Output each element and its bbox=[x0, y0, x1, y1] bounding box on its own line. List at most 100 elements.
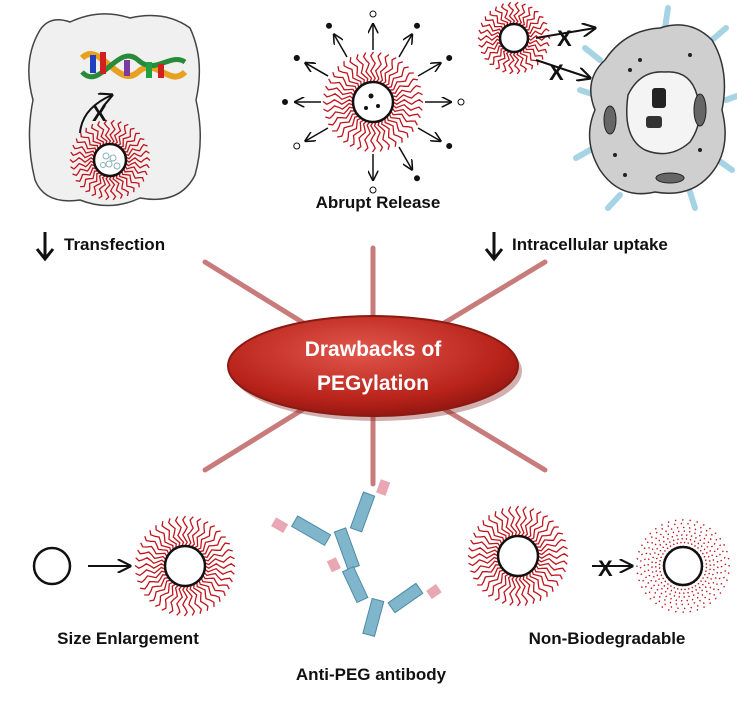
peg-chain bbox=[468, 556, 499, 567]
peg-chain bbox=[325, 85, 355, 97]
peg-chain bbox=[72, 164, 96, 177]
peg-chain bbox=[516, 51, 528, 73]
non-biodegradable-label: Non-Biodegradable bbox=[529, 629, 686, 648]
peg-chain bbox=[467, 553, 499, 559]
peg-chain bbox=[690, 582, 706, 609]
nanoparticle-core bbox=[163, 544, 207, 588]
peg-chain bbox=[636, 566, 665, 576]
peg-chain bbox=[373, 121, 384, 152]
peg-chain bbox=[176, 585, 184, 616]
peg-chain bbox=[116, 123, 129, 147]
peg-chain bbox=[80, 170, 99, 188]
peg-chain bbox=[97, 121, 108, 145]
peg-chain bbox=[161, 521, 177, 549]
peg-chain bbox=[185, 585, 196, 616]
peg-chain bbox=[523, 10, 539, 29]
peg-chain bbox=[508, 51, 515, 75]
peg-chain bbox=[701, 556, 730, 566]
peg-chain bbox=[125, 150, 150, 160]
peg-chain bbox=[103, 119, 112, 145]
peg-chain bbox=[390, 110, 418, 126]
peg-chain bbox=[518, 575, 529, 606]
peg-chain bbox=[121, 170, 140, 188]
peg-chain bbox=[161, 583, 177, 611]
peg-chain bbox=[526, 21, 548, 34]
peg-chain bbox=[137, 549, 167, 561]
peg-chain bbox=[644, 576, 668, 594]
peg-chain bbox=[478, 38, 501, 48]
peg-chain bbox=[525, 15, 544, 31]
peg-chain bbox=[182, 585, 188, 617]
released-drug-dot bbox=[446, 143, 453, 149]
peg-chain bbox=[526, 511, 542, 539]
peg-chain bbox=[660, 523, 676, 550]
release-arrow bbox=[398, 34, 412, 58]
peg-chain bbox=[697, 576, 722, 595]
intracellular-uptake-panel: X X Intracellular uptake bbox=[477, 1, 737, 262]
peg-chain bbox=[519, 506, 527, 537]
blocked-x-icon: X bbox=[549, 60, 564, 85]
peg-chain bbox=[202, 542, 230, 558]
peg-chain bbox=[391, 84, 421, 98]
anti-peg-antibody-panel: Anti-PEG antibody bbox=[271, 479, 447, 684]
peg-chain bbox=[189, 584, 203, 614]
peg-chain bbox=[364, 121, 372, 152]
peg-chain bbox=[154, 581, 174, 607]
release-arrow bbox=[334, 34, 348, 58]
peg-chain bbox=[470, 560, 500, 574]
peg-chain bbox=[517, 3, 526, 26]
peg-chain bbox=[69, 156, 95, 164]
nanoparticle-core bbox=[92, 142, 128, 178]
peg-chain bbox=[509, 575, 517, 606]
peg-chain bbox=[515, 505, 521, 537]
peg-chain bbox=[167, 518, 181, 548]
size-enlargement-label: Size Enlargement bbox=[57, 629, 199, 648]
peg-chain bbox=[204, 555, 235, 566]
peg-chain bbox=[477, 525, 503, 545]
peg-chain bbox=[386, 66, 409, 89]
peg-chain bbox=[635, 563, 665, 569]
cell-spike bbox=[605, 192, 623, 211]
peg-chain bbox=[155, 525, 174, 550]
peg-chain bbox=[507, 1, 516, 25]
peg-chain bbox=[482, 569, 505, 592]
release-arrow bbox=[417, 63, 441, 77]
peg-chain bbox=[98, 174, 107, 199]
peg-chain bbox=[70, 151, 95, 159]
peg-chain bbox=[140, 542, 168, 558]
peg-nanoparticle-icon bbox=[322, 51, 424, 153]
peg-chain bbox=[168, 584, 180, 614]
released-drug-dot bbox=[446, 55, 453, 61]
peg-chain bbox=[494, 511, 510, 539]
peg-chain bbox=[700, 571, 729, 582]
peg-chain bbox=[392, 103, 423, 111]
nanoparticle-core bbox=[351, 80, 395, 124]
peg-chain bbox=[488, 515, 507, 540]
released-drug-dot bbox=[369, 186, 377, 194]
peg-chain bbox=[70, 160, 95, 170]
peg-chain bbox=[381, 119, 397, 147]
peg-chain bbox=[85, 172, 101, 193]
peg-chain bbox=[149, 579, 172, 602]
peg-chain bbox=[174, 516, 185, 547]
peg-chain bbox=[362, 52, 373, 83]
peg-chain bbox=[513, 1, 520, 25]
payload-dots bbox=[100, 152, 121, 170]
peg-chain bbox=[655, 527, 673, 551]
cell-spike bbox=[723, 93, 737, 103]
blocked-arrow bbox=[535, 28, 595, 39]
peg-chain bbox=[388, 113, 414, 133]
peg-chain bbox=[673, 519, 683, 548]
peg-chain bbox=[342, 117, 362, 143]
peg-chain bbox=[649, 578, 670, 600]
peg-chain bbox=[674, 584, 682, 613]
nanoparticle-core bbox=[498, 22, 530, 54]
peg-chain bbox=[470, 539, 500, 551]
peg-chain bbox=[480, 22, 502, 33]
peg-chain bbox=[121, 132, 140, 150]
peg-chain bbox=[473, 564, 501, 580]
peg-chain bbox=[144, 577, 169, 596]
peg-chain bbox=[122, 168, 145, 182]
peg-chain bbox=[322, 99, 354, 105]
peg-chain bbox=[537, 545, 568, 556]
